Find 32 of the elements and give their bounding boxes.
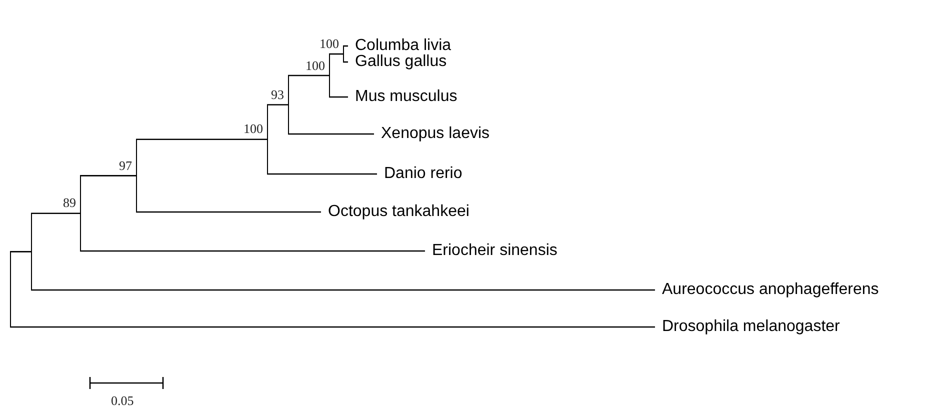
bootstrap-value: 93 — [271, 88, 284, 102]
branch-line — [267, 173, 377, 175]
branch-line — [267, 104, 288, 106]
bootstrap-value: 100 — [306, 58, 325, 72]
branch-line — [10, 251, 31, 252]
branch-line — [288, 74, 329, 76]
bootstrap-value: 89 — [63, 196, 76, 210]
branch-line — [136, 138, 267, 140]
branch-line — [329, 53, 343, 55]
branch-line — [343, 61, 348, 63]
branch-line — [80, 250, 425, 252]
species-label: Octopus tankahkeei — [321, 203, 470, 221]
branch-line — [329, 96, 348, 98]
species-label: Drosophila melanogaster — [655, 318, 840, 336]
scale-value: 0.05 — [111, 394, 134, 408]
branch-line — [80, 175, 136, 176]
bootstrap-value: 97 — [119, 158, 132, 173]
bootstrap-value: 100 — [320, 37, 339, 51]
bootstrap-value: 100 — [244, 122, 263, 136]
branch-line — [288, 133, 374, 135]
species-label: Aureococcus anophagefferens — [655, 281, 879, 299]
branch-line — [136, 211, 321, 213]
species-label: Xenopus laevis — [374, 125, 490, 143]
species-label: Columba livia — [348, 37, 452, 55]
species-label: Mus musculus — [348, 88, 458, 106]
species-label: Gallus gallus — [348, 53, 447, 71]
species-label: Danio rerio — [377, 165, 462, 183]
branch-line — [31, 212, 80, 214]
branch-line — [343, 45, 348, 47]
species-label: Eriocheir sinensis — [425, 242, 558, 260]
branch-line — [31, 289, 655, 291]
branch-line — [10, 326, 655, 328]
